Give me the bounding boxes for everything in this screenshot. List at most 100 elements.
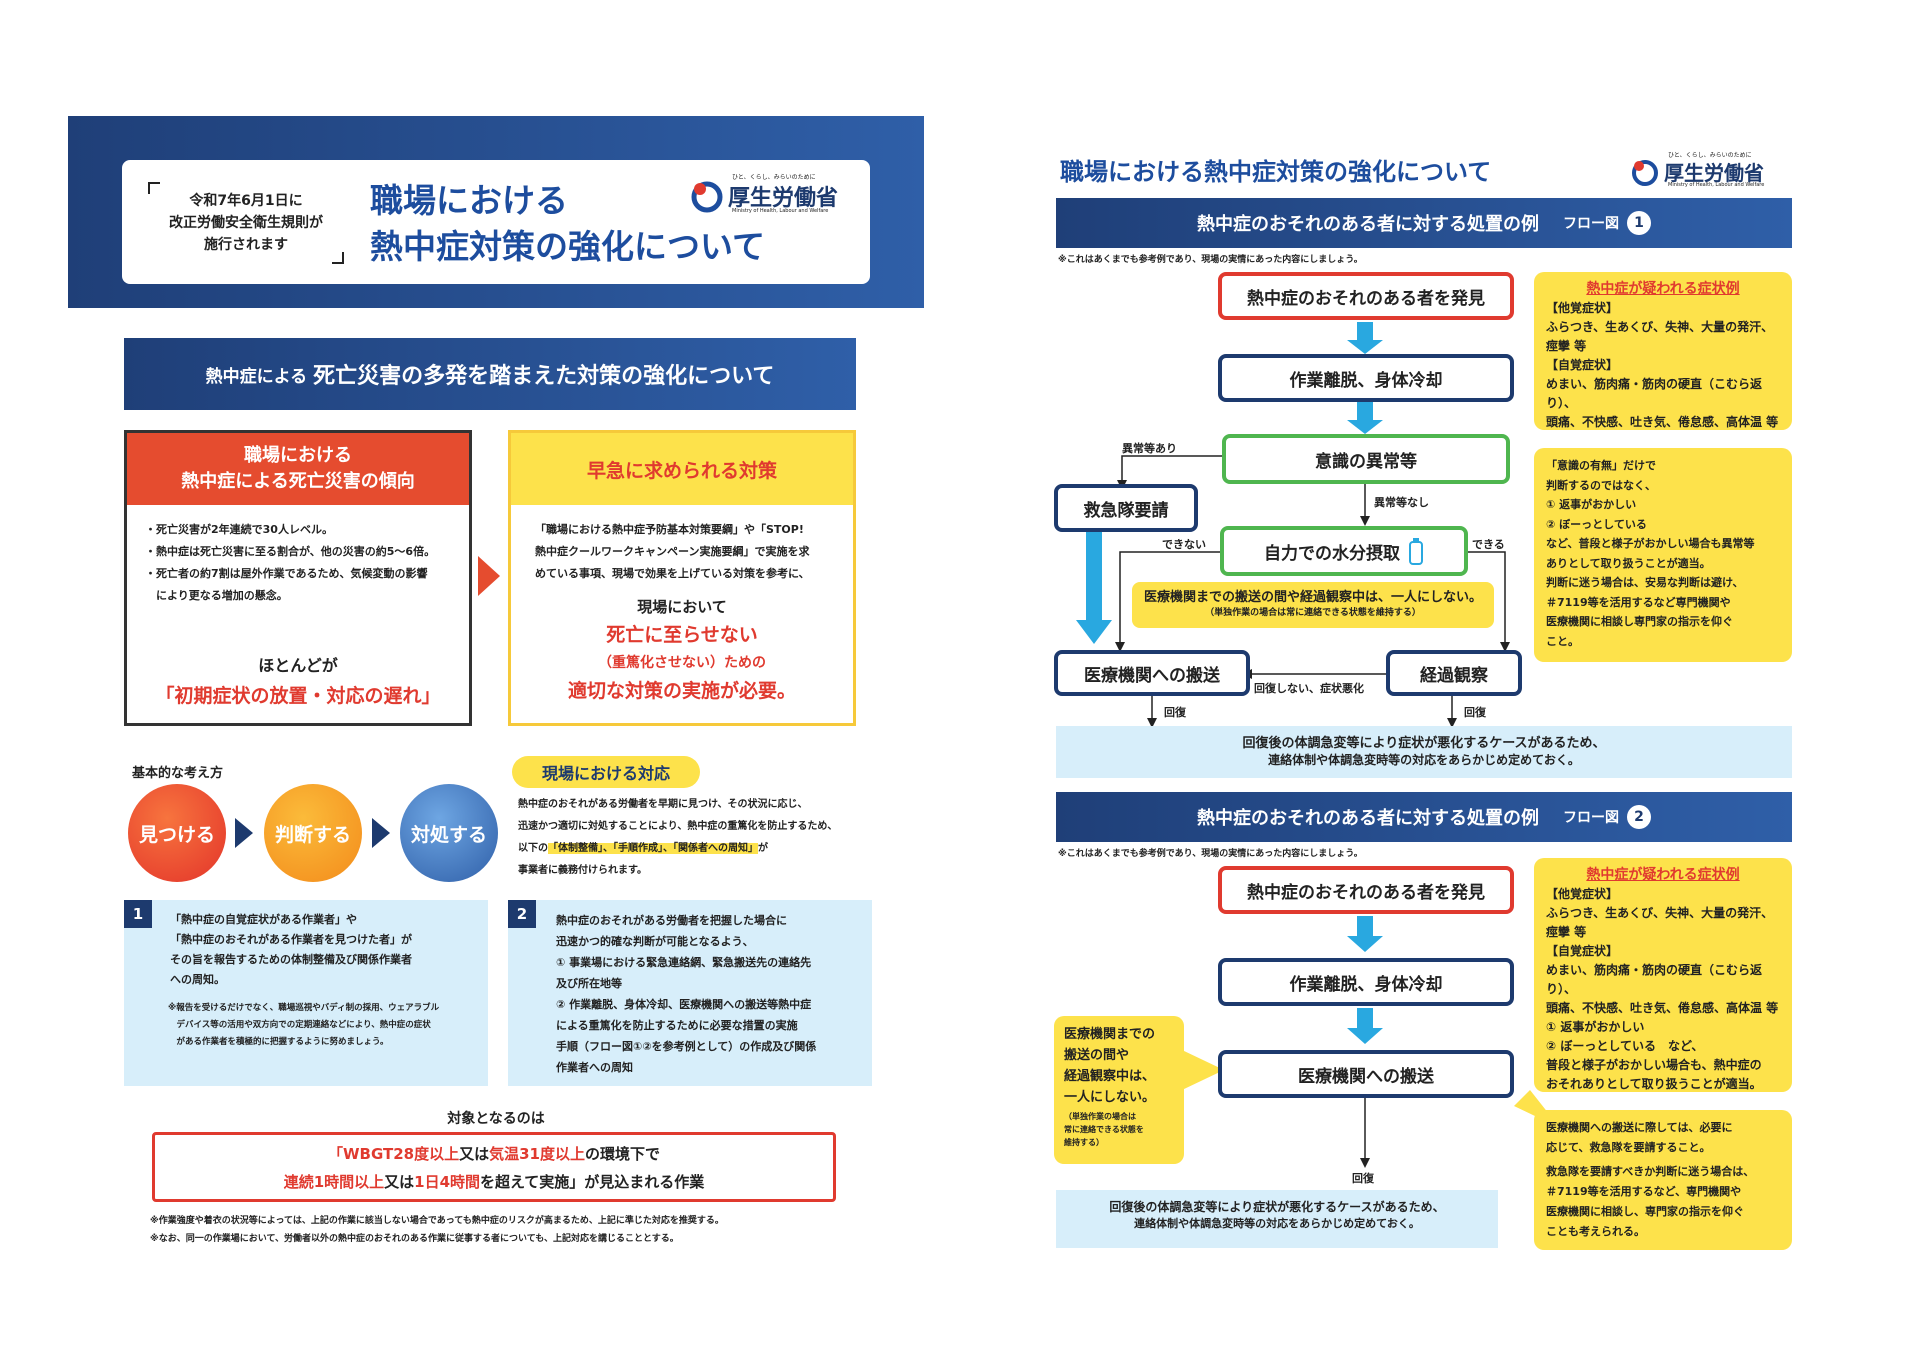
foot-red: 適切な対策の実施が必要。 [567,680,796,702]
symptoms-heading: 【自覚症状】 [1546,358,1619,372]
note-line: 回復後の体調急変等により症状が悪化するケースがあるため、 [1242,736,1606,751]
flow2-node-hospital: 医療機関への搬送 [1218,1050,1514,1098]
item-number: 2 [508,900,536,928]
death-trend-foot: ほとんどが 「初期症状の放置・対応の遅れ」 [127,651,469,711]
flow-header-text: 熱中症のおそれのある者に対する処置の例 [1197,214,1539,235]
title-line: 職場における [370,181,568,220]
text-line: 手順（フロー図①②を参考例として）の作成及び関係 [556,1040,817,1053]
flow2-symptoms-box: 熱中症が疑われる症状例 【他覚症状】 ふらつき、生あくび、失神、大量の発汗、 痙… [1534,858,1792,1092]
bullet: ・死亡者の約7割は屋外作業であるため、気候変動の影響 [145,567,428,580]
alone-sub: 常に連絡できる状態を [1064,1125,1144,1134]
urgent-measures-body: 「職場における熱中症予防基本対策要綱」や「STOP! 熱中症クールワークキャンペ… [511,505,853,599]
target-red: 気温31度以上 [489,1145,585,1163]
text-line: 迅速かつ的確な判断が可能となるよう、 [556,935,754,948]
target-text: を超えて実施」が見込まれる作業 [480,1173,705,1191]
symptoms-line: 頭痛、不快感、吐き気、倦怠感、高体温 等 [1546,415,1779,429]
text-span: が [758,843,768,854]
circle-respond: 対処する [400,784,498,882]
site-response-text: 熱中症のおそれがある労働者を早期に見つけ、その状況に応じ、 迅速かつ適切に対処す… [518,794,868,882]
flow1-node-find: 熱中症のおそれのある者を発見 [1218,272,1514,320]
target-red: 連続1時間以上 [283,1173,385,1191]
flow-label-worse: 回復しない、症状悪化 [1254,682,1364,695]
judge-line: こと。 [1546,634,1579,648]
badge-bracket-close [332,252,344,264]
death-trend-bullets: ・死亡災害が2年連続で30人レベル。 ・熱中症は死亡災害に至る割合が、他の災害の… [127,505,469,621]
flow-header-text: 熱中症のおそれのある者に対する処置の例 [1197,808,1539,829]
symptoms-line: 普段と様子がおかしい場合も、熱中症の [1546,1058,1762,1072]
alone-sub-wrap: （単独作業の場合は 常に連絡できる状態を 維持する） [1064,1110,1174,1149]
symptoms-line: ふらつき、生あくび、失神、大量の発汗、 [1546,906,1774,920]
item-text: 「熱中症の自覚症状がある作業者」や 「熱中症のおそれがある作業者を見つけた者」が… [170,910,412,990]
symptoms-line: めまい、筋肉痛・筋肉の硬直（こむら返り）、 [1546,963,1763,996]
logo-tagline: ひと、くらし、みらいのために [732,174,816,181]
flow1-node-consciousness: 意識の異常等 [1222,434,1510,484]
judge-line: 判断するのではなく、 [1546,478,1656,492]
foot-highlight: 「初期症状の放置・対応の遅れ」 [155,685,441,707]
text-line: 迅速かつ適切に対処することにより、熱中症の重篤化を防止するため、 [518,821,838,832]
footnote-line: ※なお、同一の作業場において、労働者以外の熱中症のおそれのある作業に従事する者に… [150,1234,679,1244]
symptoms-line: ふらつき、生あくび、失神、大量の発汗、 [1546,320,1774,334]
obligation-item-1: 1 「熱中症の自覚症状がある作業者」や 「熱中症のおそれがある作業者を見つけた者… [124,900,488,1086]
target-red: 「WBGT28度以上 [327,1145,460,1163]
symptoms-line: 頭痛、不快感、吐き気、倦怠感、高体温 等 [1546,1001,1779,1015]
flow1-node-hospital: 医療機関への搬送 [1054,650,1250,696]
flow2-advice-box: 医療機関への搬送に際しては、必要に 応じて、救急隊を要請すること。 救急隊を要請… [1534,1110,1792,1250]
target-text: 又は [459,1145,490,1163]
text-line: 「熱中症のおそれがある作業者を見つけた者」が [170,933,412,946]
judge-line: 判断に迷う場合は、安易な判断は避け、 [1546,576,1744,589]
text-span: 以下の [518,843,548,854]
flow1-alone-note: 医療機関までの搬送の間や経過観察中は、一人にしない。 （単独作業の場合は常に連絡… [1132,582,1494,628]
note-line: ※報告を受けるだけでなく、職場巡視やバディ制の採用、ウェアラブル [168,1003,440,1013]
judge-line: ① 返事がおかしい [1546,498,1637,511]
text-line: その旨を報告するための体制整備及び関係作業者 [170,953,412,966]
text-line: への周知。 [170,973,225,986]
circle-find: 見つける [128,784,226,882]
body-line: 「職場における熱中症予防基本対策要綱」や「STOP! [535,523,804,536]
badge-line: 令和7年6月1日に [189,193,303,209]
bullet: ・熱中症は死亡災害に至る割合が、他の災害の約5～6倍。 [145,545,436,558]
symptoms-line: おそれありとして取り扱うことが適当。 [1546,1077,1762,1091]
badge-bracket-open [148,182,160,194]
alone-line: 医療機関までの搬送の間や経過観察中は、一人にしない。 [1143,590,1482,605]
target-text: の環境下で [585,1145,661,1163]
target-line: 「WBGT28度以上又は気温31度以上の環境下で [155,1140,833,1168]
logo-english: Ministry of Health, Labour and Welfare [732,208,829,214]
flow-label-abnormal: 異常等あり [1122,442,1177,455]
advice-line: 医療機関への搬送に際しては、必要に [1546,1121,1733,1134]
mhlw-logo-icon [691,181,723,213]
symptoms-heading: 【他覚症状】 [1546,301,1619,315]
text-line: 事業者に義務付けられます。 [518,865,647,876]
symptoms-line: 痙攣 等 [1546,339,1587,353]
advice-line: 救急隊を要請すべきか判断に迷う場合は、 [1546,1165,1755,1178]
urgent-measures-foot: 現場において 死亡に至らせない （重篤化させない）ための 適切な対策の実施が必要… [511,593,853,705]
text-line: ① 事業場における緊急連絡網、緊急搬送先の連絡先 [556,956,812,969]
alone-sub: （単独作業の場合は [1064,1112,1136,1121]
flow1-note: ※これはあくまでも参考例であり、現場の実情にあった内容にしましょう。 [1058,255,1363,265]
symptoms-line: ① 返事がおかしい [1546,1020,1645,1034]
flow-label-can: できる [1472,538,1505,551]
target-text: 又は [384,1173,415,1191]
header-line: 職場における [244,445,352,466]
logo-tagline: ひと、くらし、みらいのために [1668,152,1752,159]
node-label: 自力での水分摂取 [1264,543,1400,564]
body-line: 熱中症クールワークキャンペーン実施要綱」で実施を求 [535,545,810,558]
flow-label-recover: 回復 [1464,706,1486,719]
foot-red: 死亡に至らせない [606,624,758,646]
note-line: 連絡体制や体調急変時等の対応をあらかじめ定めておく。 [1268,753,1580,767]
mhlw-logo: ひと、くらし、みらいのために 厚生労働省 Ministry of Health,… [690,172,850,222]
death-trend-box: 職場における 熱中症による死亡災害の傾向 ・死亡災害が2年連続で30人レベル。 … [124,430,472,726]
advice-line: 医療機関に相談し、専門家の指示を仰ぐ [1546,1205,1744,1218]
flow1-node-self-hydrate: 自力での水分摂取 [1220,526,1468,576]
target-box: 「WBGT28度以上又は気温31度以上の環境下で 連続1時間以上又は1日4時間を… [152,1132,836,1202]
note-line: がある作業者を積極的に把握するように努めましょう。 [168,1037,389,1047]
body-line: めている事項、現場で効果を上げている対策を参考に、 [535,567,810,580]
urgent-measures-box: 早急に求められる対策 「職場における熱中症予防基本対策要綱」や「STOP! 熱中… [508,430,856,726]
advice-line: ＃7119等を活用するなど、専門機関や [1546,1185,1742,1198]
symptoms-line: めまい、筋肉痛・筋肉の硬直（こむら返り）、 [1546,377,1763,410]
bullet: ・死亡災害が2年連続で30人レベル。 [145,523,333,536]
footnotes: ※作業強度や着衣の状況等によっては、上記の作業に該当しない場合であっても熱中症の… [150,1212,724,1248]
mhlw-logo: ひと、くらし、みらいのために 厚生労働省 Ministry of Health,… [1630,150,1790,194]
footnote-line: ※作業強度や着衣の状況等によっては、上記の作業に該当しない場合であっても熱中症の… [150,1216,724,1226]
logo-english: Ministry of Health, Labour and Welfare [1668,182,1765,188]
arrow-right-icon [478,556,500,596]
